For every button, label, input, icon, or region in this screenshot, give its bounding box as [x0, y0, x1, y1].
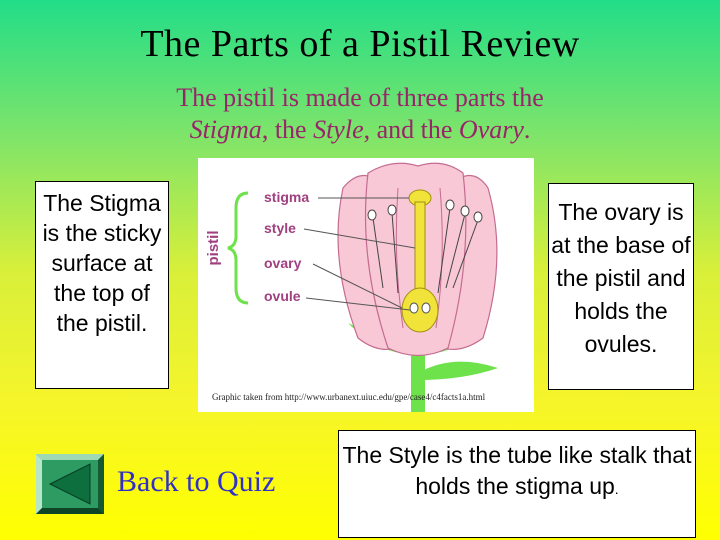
- label-ovary: ovary: [264, 255, 302, 271]
- image-credit: Graphic taken from http://www.urbanext.u…: [212, 392, 486, 402]
- ovary-description: The ovary is at the base of the pistil a…: [548, 183, 694, 390]
- style-description-text: The Style is the tube like stalk that ho…: [342, 442, 692, 499]
- ovule-shape: [409, 302, 419, 314]
- style-shape: [414, 201, 426, 295]
- subtitle-end: .: [523, 115, 531, 144]
- subtitle-style: Style: [313, 115, 364, 144]
- style-description: The Style is the tube like stalk that ho…: [338, 430, 696, 538]
- back-to-quiz-link[interactable]: Back to Quiz: [117, 465, 276, 498]
- pointer-lines: [303, 197, 416, 311]
- subtitle-line1: The pistil is made of three parts the: [176, 83, 544, 112]
- label-style: style: [264, 220, 296, 236]
- style-description-end: .: [614, 481, 619, 497]
- page-title: The Parts of a Pistil Review: [140, 23, 580, 65]
- subtitle-ovary: Ovary: [458, 115, 524, 144]
- ovule-shape-2: [421, 302, 431, 314]
- subtitle-stigma: Stigma: [189, 115, 262, 144]
- label-stigma: stigma: [264, 189, 309, 205]
- bracket: [227, 191, 249, 305]
- stigma-description: The Stigma is the sticky surface at the …: [35, 181, 169, 389]
- ovary-shape: [401, 287, 439, 333]
- leaf: [418, 361, 498, 380]
- left-triangle-icon[interactable]: [36, 454, 104, 514]
- pistil-label: pistil: [205, 230, 222, 265]
- pistil-diagram: pistil stigma style ovary ovule: [198, 158, 534, 412]
- subtitle-sep2: , and the: [363, 115, 459, 144]
- flower-illustration: pistil stigma style ovary ovule: [205, 162, 498, 412]
- label-ovule: ovule: [264, 288, 301, 304]
- subtitle-sep1: , the: [261, 115, 314, 144]
- subtitle: The pistil is made of three parts the St…: [100, 82, 620, 146]
